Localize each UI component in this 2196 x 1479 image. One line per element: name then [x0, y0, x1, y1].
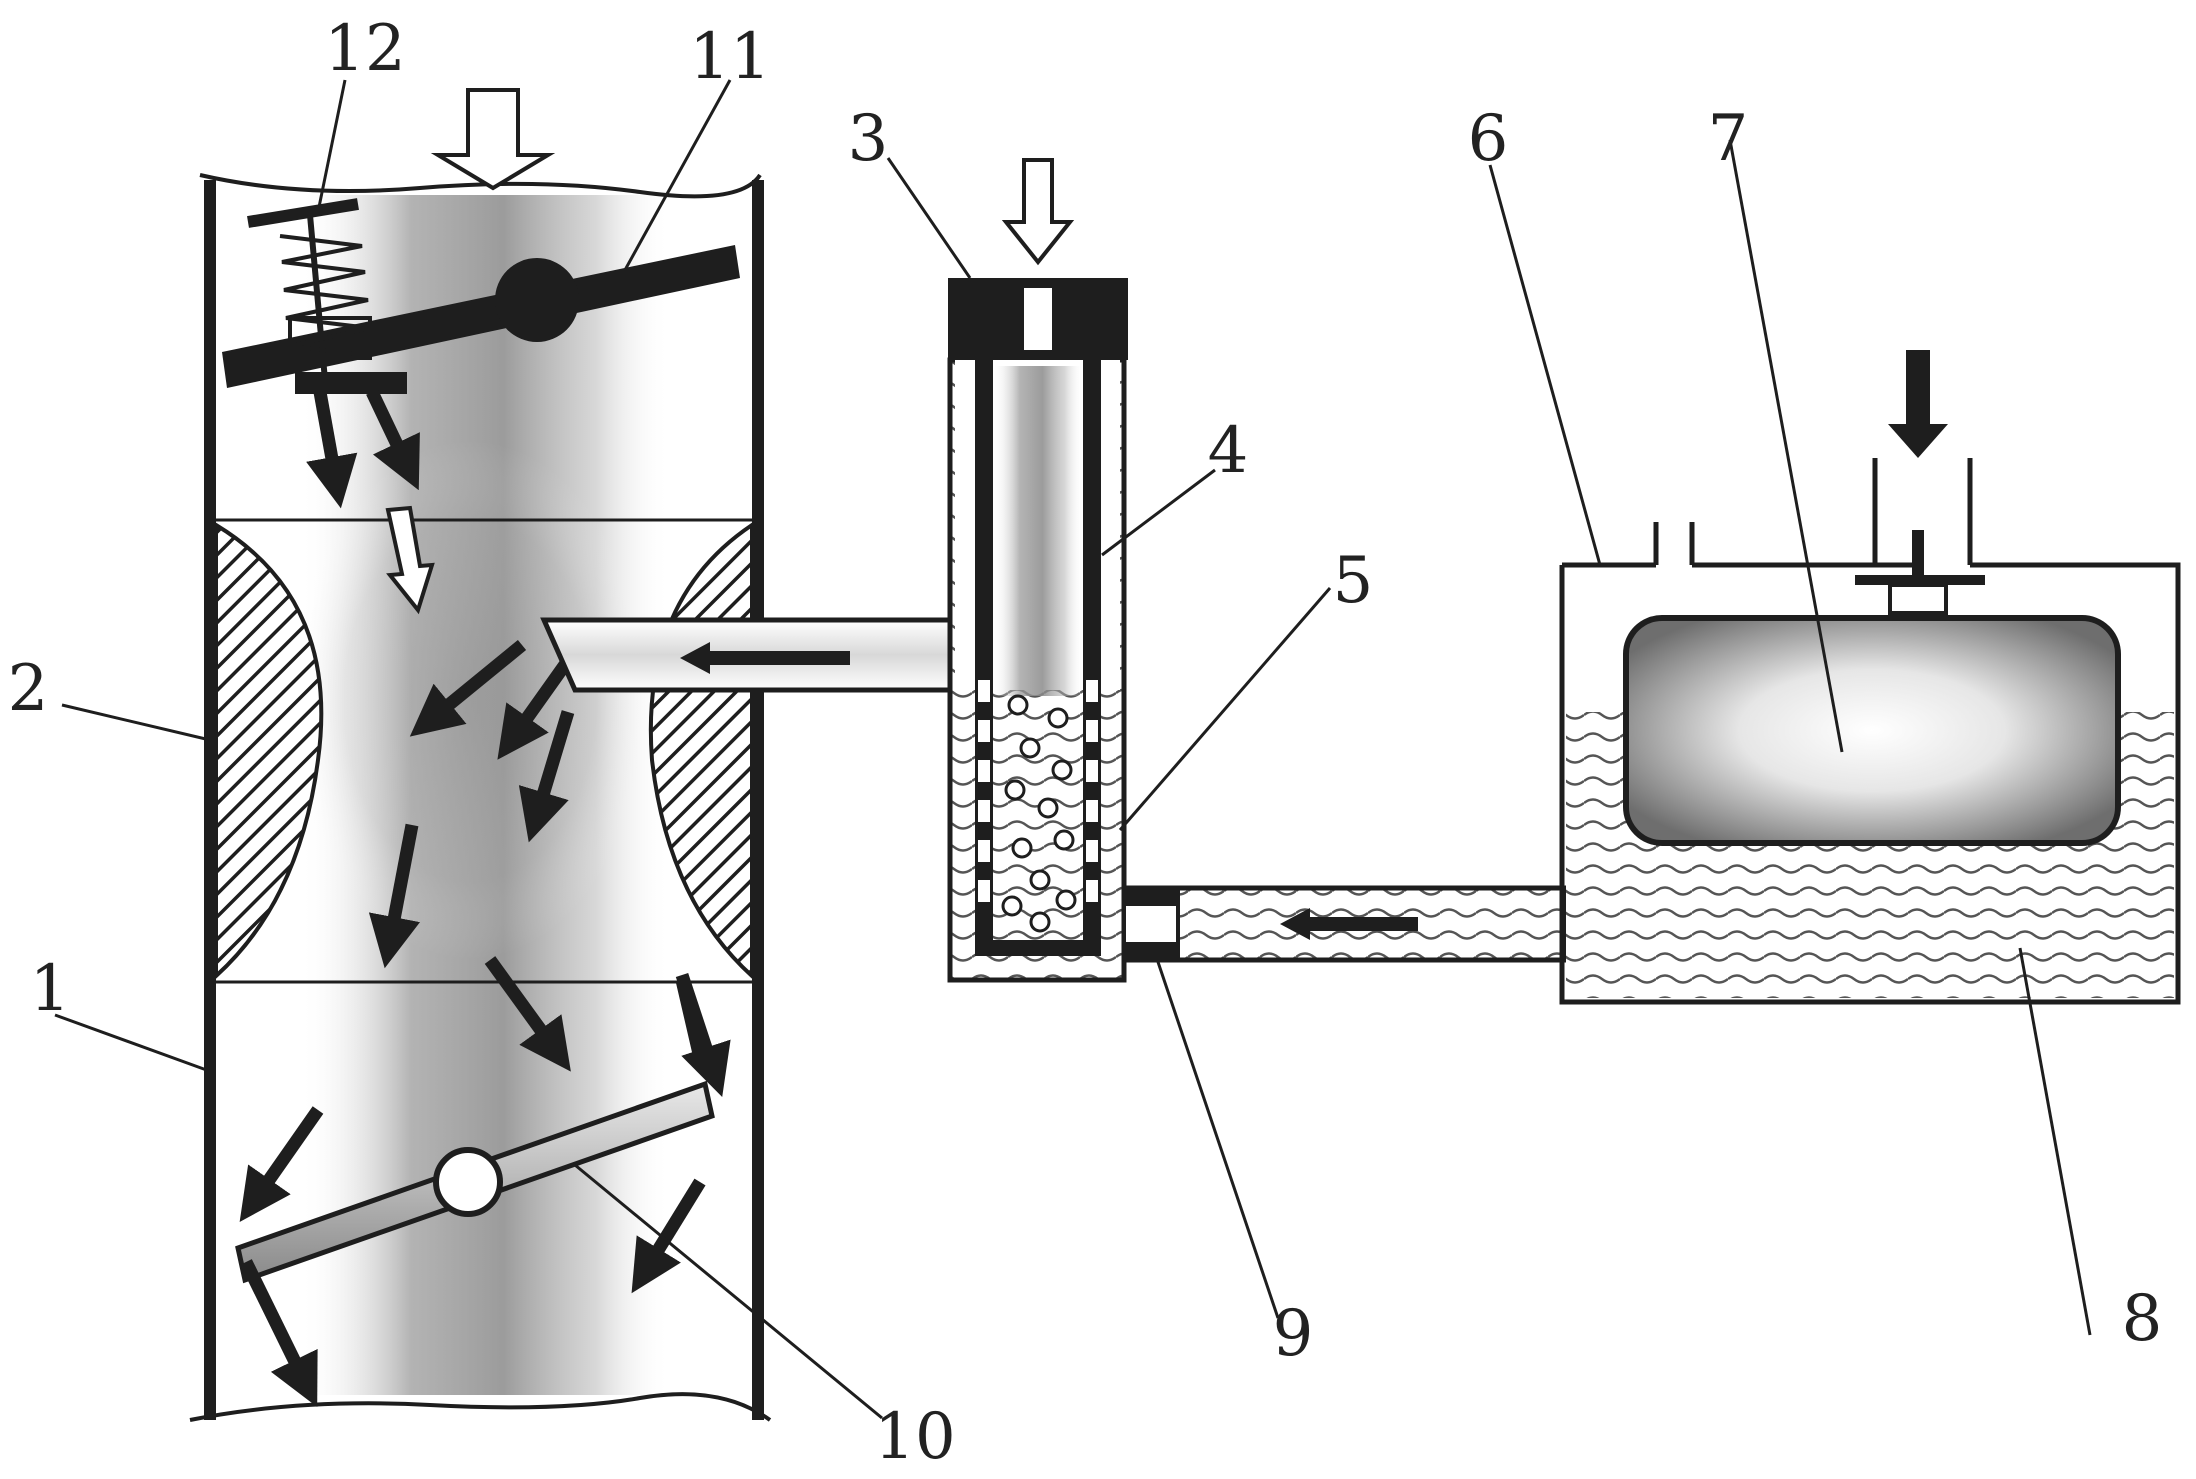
valve-body — [288, 316, 372, 360]
bottom-break-line — [189, 1392, 772, 1422]
automatic-air-valve — [247, 198, 407, 394]
main-jet-bottom — [1124, 942, 1178, 960]
fuel-inlet-arrow-body — [1906, 350, 1930, 428]
mist-cloud — [290, 440, 650, 960]
main-jet-top — [1124, 888, 1178, 906]
callout-4: 4 — [1208, 414, 1249, 488]
callout-7: 7 — [1708, 102, 1749, 176]
throttle-valve — [235, 978, 715, 1408]
emulsion-mist — [993, 366, 1083, 696]
air-bubbles — [1001, 694, 1077, 933]
air-inner-arrow — [385, 505, 435, 615]
callout-9: 9 — [1273, 1297, 1314, 1371]
air-bleed-arrow — [1001, 158, 1075, 266]
callout-labels: 1 2 3 4 5 6 7 8 9 10 11 12 — [8, 12, 2163, 1474]
nozzle-flow-arrow-body — [710, 651, 850, 665]
callout-5: 5 — [1333, 544, 1374, 618]
spray-arrow — [368, 823, 420, 969]
choke-shaft — [495, 258, 579, 342]
flow-arrow — [484, 956, 571, 1072]
fuel-passage — [1121, 885, 1567, 963]
edge-flow-arrow — [240, 1259, 318, 1408]
air-bleed-jet — [1024, 288, 1052, 350]
flow-arrow — [631, 1178, 706, 1294]
fuel-inlet-arrow-head — [1888, 424, 1948, 458]
valve-spring — [279, 234, 373, 358]
flow-arrows — [239, 88, 731, 1294]
venturi-left-wall — [214, 521, 324, 981]
flow-arrow — [239, 1106, 324, 1222]
callout-12: 12 — [324, 12, 405, 86]
needle-valve-seat — [1888, 583, 1948, 615]
throttle-shaft — [433, 1147, 503, 1217]
callout-8: 8 — [2122, 1282, 2163, 1356]
float-chamber — [1559, 350, 2181, 1005]
callout-10: 10 — [874, 1400, 955, 1474]
emulsion-holes — [978, 680, 1098, 902]
fuel-flow-arrow-head — [1280, 908, 1310, 940]
valve-seat — [295, 372, 407, 394]
callout-6: 6 — [1468, 102, 1509, 176]
main-nozzle — [540, 617, 958, 693]
valve-top-cap — [247, 198, 359, 228]
callout-1: 1 — [30, 952, 71, 1026]
flow-arrow — [306, 390, 358, 509]
nozzle-flow-arrow-head — [680, 642, 710, 674]
emulsion-well — [947, 158, 1128, 983]
flow-arrow — [366, 389, 420, 491]
edge-flow — [675, 978, 714, 1074]
spray-arrow — [409, 639, 527, 737]
valve-stem — [307, 214, 328, 381]
emulsion-tube-bottom — [975, 940, 1101, 956]
fuel-flow-arrow-body — [1310, 917, 1418, 931]
top-break-line — [199, 173, 762, 199]
spray-arrow — [518, 710, 575, 843]
leader-lines — [54, 79, 2092, 1420]
callout-2: 2 — [8, 652, 49, 726]
float — [1623, 615, 2121, 846]
air-intake-arrow — [430, 88, 556, 191]
callout-11: 11 — [689, 20, 770, 94]
callout-3: 3 — [848, 102, 889, 176]
